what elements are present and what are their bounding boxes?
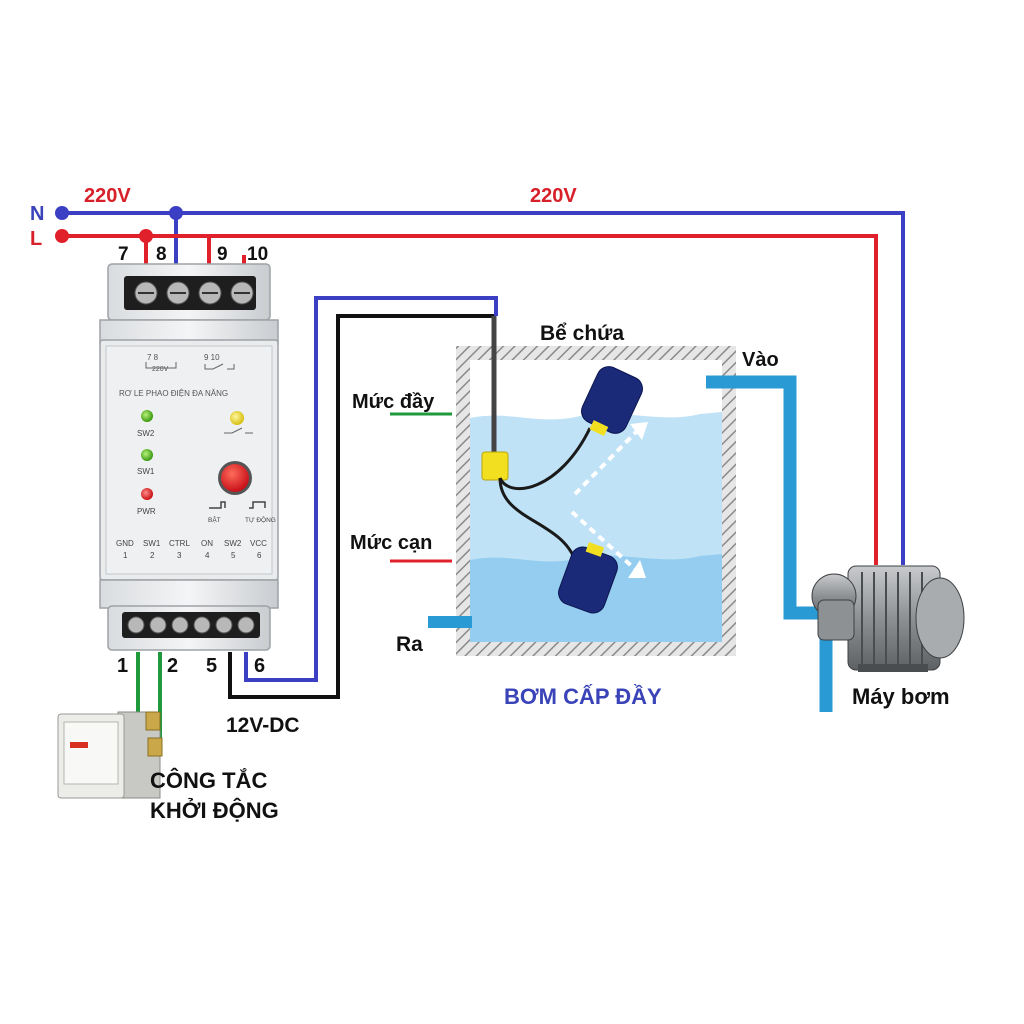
dc-supply-label: 12V-DC	[226, 714, 300, 737]
voltage-label-left: 220V	[84, 185, 131, 207]
relay-top-terminal-strip	[124, 276, 256, 310]
start-switch-icon	[57, 711, 163, 799]
outlet-label: Ra	[396, 633, 423, 656]
sw1-led-label: SW1	[137, 467, 155, 476]
float-cable-upper	[498, 427, 592, 491]
line-label: L	[30, 228, 42, 250]
float-switch-assembly	[481, 316, 648, 614]
neutral-wire	[55, 206, 905, 565]
face-contact-symbol-left	[145, 362, 177, 369]
float-weight-icon	[481, 451, 509, 481]
switch-bat-icon	[209, 501, 226, 509]
neutral-terminal-dot	[55, 206, 69, 220]
start-button-icon	[221, 464, 249, 492]
bottom-name-gnd: GND	[116, 539, 134, 548]
relay-status-led-icon	[230, 411, 244, 425]
pump-base	[858, 664, 928, 672]
bottom-name-sw2: SW2	[224, 539, 242, 548]
switch-screw-bottom	[147, 737, 163, 757]
lower-float-icon	[558, 542, 618, 614]
full-level-label: Mức đầy	[352, 391, 435, 413]
bottom-name-sw1: SW1	[143, 539, 161, 548]
terminal-9-label: 9	[217, 244, 228, 265]
bottom-number-3: 3	[177, 551, 182, 560]
voltage-label-right: 220V	[530, 185, 577, 207]
neutral-label: N	[30, 203, 44, 225]
upper-float-icon	[581, 366, 643, 437]
line-junction-dot	[139, 229, 153, 243]
switch-indicator	[70, 742, 88, 748]
pump-fan-cover	[915, 577, 965, 659]
inlet-label: Vào	[742, 349, 779, 371]
inlet-pipe	[706, 375, 833, 712]
terminal-10-label: 10	[247, 244, 268, 265]
pump-icon	[811, 565, 965, 672]
bottom-number-6: 6	[257, 551, 262, 560]
terminal-8-label: 8	[156, 244, 167, 265]
bottom-terminal-5-label: 5	[206, 655, 217, 677]
face-top-right-label: 9 10	[204, 353, 220, 362]
bottom-name-on: ON	[201, 539, 213, 548]
line-wire	[55, 229, 878, 565]
bottom-terminal-6-label: 6	[254, 655, 265, 677]
relay-face-title: RƠ LE PHAO ĐIỆN ĐA NĂNG	[119, 389, 228, 398]
pump-label: Máy bơm	[852, 684, 950, 709]
low-level-label: Mức cạn	[350, 532, 432, 554]
bottom-number-5: 5	[231, 551, 236, 560]
line-terminal-dot	[55, 229, 69, 243]
bottom-number-1: 1	[123, 551, 128, 560]
power-led-icon	[141, 488, 153, 500]
tank-label: Bể chứa	[540, 322, 624, 345]
float-motion-arrows	[570, 422, 648, 578]
face-top-left-label: 7 8	[147, 353, 159, 362]
bottom-terminal-1-label: 1	[117, 655, 128, 677]
bottom-terminal-numbers: 1 2 3 4 5 6	[123, 551, 262, 560]
switch-bat-label: BẬT	[208, 515, 221, 524]
float-relay-module: 7 8 220V 9 10 RƠ LE PHAO ĐIỆN ĐA NĂNG SW…	[99, 263, 279, 651]
bottom-name-ctrl: CTRL	[169, 539, 190, 548]
neutral-junction-dot	[169, 206, 183, 220]
relay-bottom-screws	[127, 616, 255, 634]
switch-tudong-icon	[249, 501, 266, 509]
terminal-7-label: 7	[118, 244, 129, 265]
switch-tudong-label: TỰ ĐỘNG	[245, 515, 276, 524]
bottom-number-2: 2	[150, 551, 155, 560]
switch-screw-top	[145, 711, 161, 731]
float-cable-lower	[498, 477, 577, 561]
mode-title: BƠM CẤP ĐẦY	[504, 684, 662, 709]
bottom-name-vcc: VCC	[250, 539, 267, 548]
face-contact-symbol-right	[204, 363, 235, 370]
relay-contact-icon	[224, 427, 253, 434]
outlet-pipe	[428, 616, 472, 628]
bottom-number-4: 4	[205, 551, 210, 560]
sw1-led-icon	[141, 449, 153, 461]
switch-rocker	[63, 721, 119, 785]
start-switch-label-line1: CÔNG TẮC	[150, 768, 267, 793]
sw2-led-icon	[141, 410, 153, 422]
sw2-led-label: SW2	[137, 429, 155, 438]
power-led-label: PWR	[137, 507, 156, 516]
bottom-terminal-names: GND SW1 CTRL ON SW2 VCC	[116, 539, 267, 548]
start-switch-label-line2: KHỞI ĐỘNG	[150, 798, 279, 823]
face-top-left-voltage: 220V	[152, 366, 169, 373]
relay-top-screws	[134, 281, 254, 305]
bottom-terminal-2-label: 2	[167, 655, 178, 677]
